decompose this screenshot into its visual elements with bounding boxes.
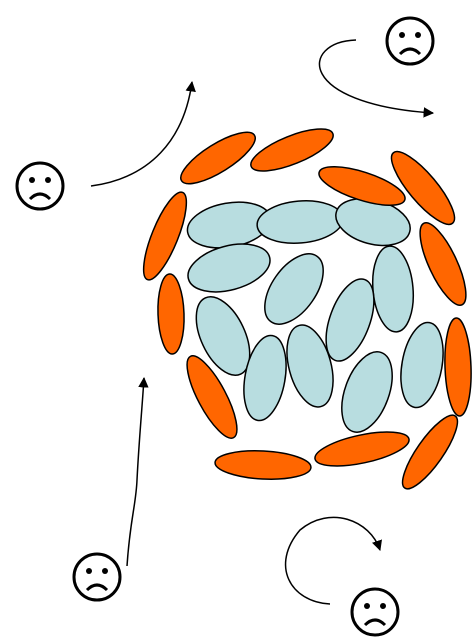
cell-cluster-diagram	[0, 0, 475, 643]
